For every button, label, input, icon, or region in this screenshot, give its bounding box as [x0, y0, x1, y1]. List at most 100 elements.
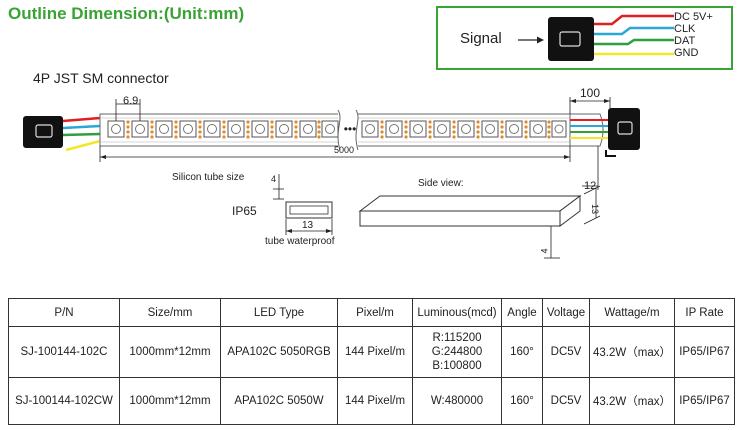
left-wire-blue: [62, 124, 101, 130]
side-ext-top: [583, 185, 601, 195]
signal-wiring-graphic: [518, 14, 674, 61]
cell-luminous: W:480000: [412, 377, 502, 425]
led-lens: [437, 124, 447, 134]
led-lens: [111, 124, 121, 134]
tube-size-label: Silicon tube size: [172, 172, 245, 183]
led-lens: [389, 124, 399, 134]
side-ext-bottom: [583, 215, 601, 225]
col-header-pn: P/N: [8, 298, 120, 327]
luminous-red: R:115200: [432, 332, 482, 344]
cell-pixel: 144 Pixel/m: [337, 326, 413, 378]
led-chips-right: [361, 120, 567, 138]
side-view-top: [358, 195, 582, 212]
strip-break-left: [337, 109, 341, 151]
table-row: SJ-100144-102C 1000mm*12mm APA102C 5050R…: [8, 326, 735, 378]
ip65-label: IP65: [232, 204, 257, 218]
cell-wattage: 43.2W（max）: [589, 377, 675, 425]
right-connector: [608, 108, 640, 150]
signal-arrowhead: [537, 36, 544, 44]
led-lens: [231, 124, 241, 134]
cell-led-type: APA102C 5050W: [220, 377, 338, 425]
led-lens: [365, 124, 375, 134]
led-chip: [321, 120, 339, 138]
strip-drawing: •••: [23, 97, 640, 259]
led-chip: [251, 120, 269, 138]
length-arrow-right: [564, 155, 570, 159]
cell-size: 1000mm*12mm: [119, 377, 221, 425]
length-label: 5000: [334, 145, 355, 155]
length-arrow-left: [100, 155, 106, 159]
led-chip: [179, 120, 197, 138]
lead-arrow-right: [604, 99, 610, 103]
legend-connector: [548, 17, 594, 61]
tube-caption: tube waterproof: [265, 236, 335, 247]
tube-w-arrow-left: [286, 229, 292, 233]
lead-label: 100: [580, 86, 601, 100]
led-lens: [207, 124, 217, 134]
led-chip: [505, 120, 523, 138]
led-lens: [461, 124, 471, 134]
col-header-wattage: Wattage/m: [589, 298, 675, 327]
end-cap: [569, 113, 604, 147]
pitch-label: 6.9: [123, 95, 139, 107]
led-lens: [159, 124, 169, 134]
led-lens: [325, 124, 335, 134]
led-chip: [409, 120, 427, 138]
left-wire-yellow: [65, 139, 101, 152]
end-width-label: 12: [584, 180, 597, 192]
led-chip: [433, 120, 451, 138]
strip-break-ellipsis: •••: [344, 122, 357, 136]
led-chip: [481, 120, 499, 138]
col-header-led-type: LED Type: [220, 298, 338, 327]
cell-led-type: APA102C 5050RGB: [220, 326, 338, 378]
led-chip: [529, 120, 547, 138]
luminous-blue: B:100800: [432, 360, 482, 372]
led-lens: [303, 124, 313, 134]
cell-pixel: 144 Pixel/m: [337, 377, 413, 425]
side-view-end: [559, 195, 581, 227]
led-lens: [533, 124, 543, 134]
cell-ip: IP65/IP67: [674, 326, 735, 378]
led-lens: [183, 124, 193, 134]
led-lens: [255, 124, 265, 134]
wire-label-dat: DAT: [674, 35, 696, 47]
wire-label-gnd: GND: [674, 47, 699, 59]
led-chip: [227, 120, 245, 138]
strip-break-right: [355, 109, 359, 151]
table-row: SJ-100144-102CW 1000mm*12mm APA102C 5050…: [8, 377, 735, 425]
col-header-voltage: Voltage: [542, 298, 590, 327]
signal-legend: Signal DC 5V+ CLK DAT GND: [436, 6, 733, 70]
left-connector-latch: [35, 124, 53, 138]
cell-wattage: 43.2W（max）: [589, 326, 675, 378]
tube-width-label: 13: [302, 220, 314, 231]
led-lens: [554, 124, 564, 134]
cell-ip: IP65/IP67: [674, 377, 735, 425]
spec-table: P/N Size/mm LED Type Pixel/m Luminous(mc…: [8, 298, 735, 425]
led-chips-left: [107, 120, 339, 138]
wire-label-clk: CLK: [674, 23, 696, 35]
left-wire-red: [62, 116, 101, 123]
lead-arrow-left: [570, 99, 576, 103]
luminous-green: G:244800: [431, 346, 483, 358]
wire-dat: [594, 38, 674, 46]
cell-angle: 160°: [501, 377, 543, 425]
cell-pn: SJ-100144-102CW: [8, 377, 120, 425]
led-chip: [385, 120, 403, 138]
led-chip: [361, 120, 379, 138]
cell-voltage: DC5V: [542, 326, 590, 378]
side-13-label: 13: [590, 203, 601, 215]
col-header-angle: Angle: [501, 298, 543, 327]
tube-inner: [289, 205, 329, 215]
wire-label-dc5v: DC 5V+: [674, 11, 713, 23]
page-title: Outline Dimension:(Unit:mm): [8, 4, 245, 23]
led-lens: [485, 124, 495, 134]
tube-height-label: 4: [271, 174, 277, 184]
led-chip: [131, 120, 149, 138]
cell-luminous: R:115200 G:244800 B:100800: [412, 326, 502, 378]
led-chip: [107, 120, 125, 138]
signal-label: Signal: [460, 30, 502, 47]
legend-connector-latch: [559, 31, 581, 47]
side-view-front: [359, 210, 561, 227]
led-chip: [155, 120, 173, 138]
col-header-ip: IP Rate: [674, 298, 735, 327]
